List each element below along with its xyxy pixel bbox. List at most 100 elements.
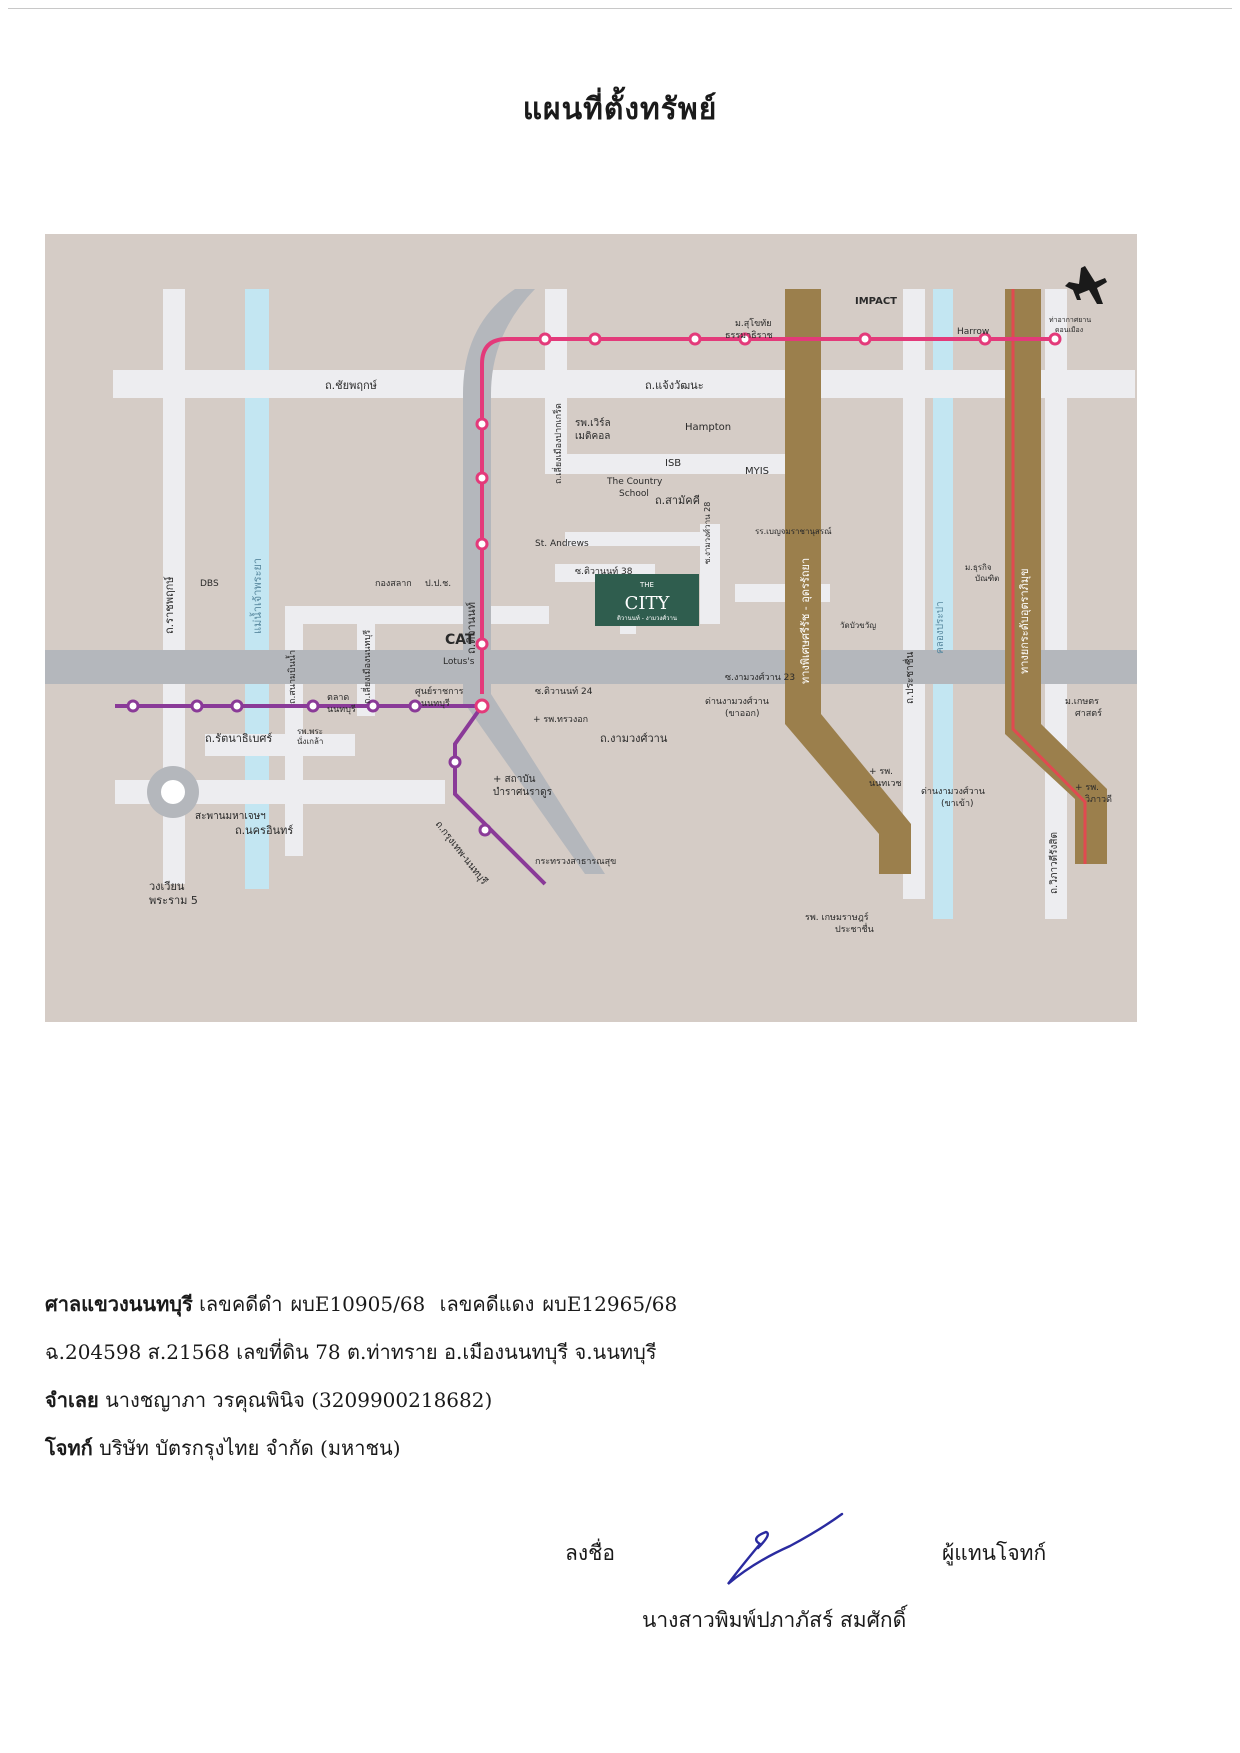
label-dbs: DBS (200, 579, 219, 589)
sirat-expressway (785, 289, 911, 874)
label-dgs: กองสลาก (375, 579, 412, 589)
signer-name: นางสาวพิมพ์ปภาภัสร์ สมศักดิ์ (642, 1608, 907, 1632)
interchange-station (474, 698, 490, 714)
project-small: THE (639, 581, 654, 589)
label-lotus: Lotus's (443, 657, 475, 667)
label-nonthaburi-hosp-1: + รพ. (869, 767, 893, 777)
project-sub: ติวานนท์ - งามวงศ์วาน (617, 614, 677, 622)
label-bamras-2: บำราศนราดูร (493, 787, 553, 798)
label-roundabout-2: พระราม 5 (149, 894, 198, 907)
label-chaengwattana: ถ.แจ้งวัฒนะ (645, 379, 704, 392)
tollway (1005, 289, 1107, 864)
label-tiwanon: ถ.ติวานนท์ (465, 602, 478, 654)
label-vibhavadi-hosp-1: + รพ. (1075, 783, 1099, 793)
red-case-no: ผบE12965/68 (542, 1292, 678, 1316)
label-toll-out-1: ด่านงามวงศ์วาน (705, 695, 769, 707)
red-case-label: เลขคดีแดง (439, 1292, 535, 1316)
label-myis: MYIS (745, 466, 769, 477)
label-airport-2: ดอนเมือง (1055, 326, 1083, 334)
label-country-school-2: School (619, 489, 649, 499)
label-kasetsart-1: ม.เกษตร (1065, 697, 1099, 707)
map-background (45, 234, 1137, 1022)
label-bamras-1: + สถาบัน (493, 774, 536, 785)
label-harrow: Harrow (957, 327, 989, 337)
label-rattanathibet: ถ.รัตนาธิเบศร์ (205, 732, 272, 745)
label-soi-28: ซ.งามวงศ์วาน 28 (702, 502, 712, 564)
top-border-line (8, 8, 1232, 9)
label-kasetsart-2: ศาสตร์ (1075, 707, 1102, 719)
label-chao-phraya: แม่น้ำเจ้าพระยา (249, 558, 264, 634)
label-cat: CAT (445, 632, 475, 648)
label-khlong-prapa: คลองประปา (935, 601, 946, 654)
label-soi-38: ซ.ติวานนท์ 38 (575, 565, 633, 577)
project-name: CITY (625, 593, 671, 614)
project-marker (595, 574, 699, 626)
label-kasemrad-1: รพ. เกษมราษฎร์ (805, 911, 869, 923)
label-pranangklao-2: นั่งเกล้า (297, 735, 323, 746)
label-samakkhi: ถ.สามัคคี (655, 494, 700, 507)
deed-line: ฉ.204598 ส.21568 เลขที่ดิน 78 ต.ท่าทราย … (45, 1340, 657, 1364)
label-sanambinnam: ถ.สนามบินน้ำ (285, 650, 298, 704)
label-gov-center-1: ศูนย์ราชการ (415, 685, 464, 697)
label-market-2: นนทบุรี (327, 704, 356, 715)
label-bundit-2: บัณฑิต (975, 574, 999, 583)
canal-prapa (933, 289, 953, 919)
label-market-1: ตลาด (327, 693, 349, 703)
label-ratchaphruek: ถ.ราชพฤกษ์ (163, 576, 176, 634)
label-bundit-1: ม.ธุรกิจ (965, 563, 992, 572)
label-toll-in-2: (ขาเข้า) (941, 798, 974, 809)
label-airport-1: ท่าอากาศยาน (1049, 316, 1091, 324)
label-world-medical-2: เมดิคอล (575, 431, 610, 442)
label-soi-24: ซ.ติวานนท์ 24 (535, 685, 593, 697)
label-st-andrews: St. Andrews (535, 539, 589, 549)
label-chest-hosp: + รพ.ทรวงอก (533, 715, 588, 725)
label-hampton: Hampton (685, 422, 731, 433)
defendant-value: นางชญาภา วรคุณพินิจ (3209900218682) (105, 1388, 493, 1412)
label-kasemrad-2: ประชาชื่น (835, 922, 874, 935)
label-benchama: รร.เบญจมราชานุสรณ์ (755, 526, 832, 536)
label-isb: ISB (665, 458, 681, 469)
black-case-no: ผบE10905/68 (290, 1292, 426, 1316)
label-vibhavadi-hosp-2: วิภาวดี (1085, 794, 1112, 805)
label-sukhothai-2: ธรรมาธิราช (725, 330, 773, 341)
label-nakhon-in: ถ.นครอินทร์ (235, 824, 293, 837)
label-vibhavadi: ถ.วิภาวดีรังสิต (1048, 832, 1060, 894)
label-tollway: ทางยกระดับอุตราภิมุข (1018, 568, 1031, 674)
label-moph: กระทรวงสาธารณสุข (535, 857, 616, 867)
sign-label: ลงชื่อ (565, 1541, 615, 1565)
defendant-line: จำเลย นางชญาภา วรคุณพินิจ (3209900218682… (45, 1388, 500, 1412)
label-wat-buakhwan: วัดบัวขวัญ (840, 621, 876, 630)
label-ppj: ป.ป.ช. (425, 579, 451, 589)
label-impact: IMPACT (855, 296, 897, 307)
case-line: ศาลแขวงนนทบุรี เลขคดีดำ ผบE10905/68 เลขคด… (45, 1292, 685, 1316)
label-prachachuen: ถ.ประชาชื่น (902, 651, 916, 704)
label-liap-pakkret: ถ.เลี่ยงเมืองปากเกร็ด (551, 403, 564, 484)
label-bridge: สะพานมหาเจษฯ (195, 811, 266, 822)
pink-line-stations (475, 332, 1062, 651)
airplane-icon (1065, 266, 1107, 304)
plaintiff-value: บริษัท บัตรกรุงไทย จำกัด (มหาชน) (99, 1436, 401, 1460)
court-name: ศาลแขวงนนทบุรี (45, 1292, 193, 1316)
label-liap-mueang: ถ.เลี่ยงเมืองนนทบุรี (360, 630, 373, 704)
handwritten-signature (727, 1512, 844, 1585)
label-country-school-1: The Country (606, 477, 663, 487)
label-gov-center-2: นนทบุรี (421, 698, 450, 709)
label-roundabout: วงเวียน (149, 880, 185, 893)
label-soi-23: ซ.งามวงศ์วาน 23 (725, 671, 795, 683)
plaintiff-line: โจทก์ บริษัท บัตรกรุงไทย จำกัด (มหาชน) (45, 1436, 409, 1460)
label-sirat: ทางพิเศษศรีรัช - อุดรรัถยา (799, 558, 812, 684)
map-labels: ถ.ชัยพฤกษ์ ถ.แจ้งวัฒนะ ถ.สามัคคี ซ.ติวาน… (149, 296, 1112, 935)
purple-line-stations (126, 699, 492, 837)
label-toll-out-2: (ขาออก) (725, 709, 760, 719)
pink-line-rail (480, 337, 1055, 694)
defendant-label: จำเลย (45, 1388, 99, 1412)
location-map: THE CITY ติวานนท์ - งามวงศ์วาน ถ.ชัยพฤกษ… (45, 234, 1137, 1022)
label-chaiyaphruek: ถ.ชัยพฤกษ์ (325, 379, 377, 392)
label-ngamwongwan: ถ.งามวงศ์วาน (600, 732, 668, 745)
black-case-label: เลขคดีดำ (199, 1292, 283, 1316)
red-line-rail (1011, 289, 1087, 864)
label-nonthaburi-hosp-2: นนทเวช (869, 779, 901, 789)
label-sukhothai-1: ม.สุโขทัย (735, 318, 771, 329)
plaintiff-label: โจทก์ (45, 1436, 93, 1460)
document-title: แผนที่ตั้งทรัพย์ (522, 92, 718, 127)
